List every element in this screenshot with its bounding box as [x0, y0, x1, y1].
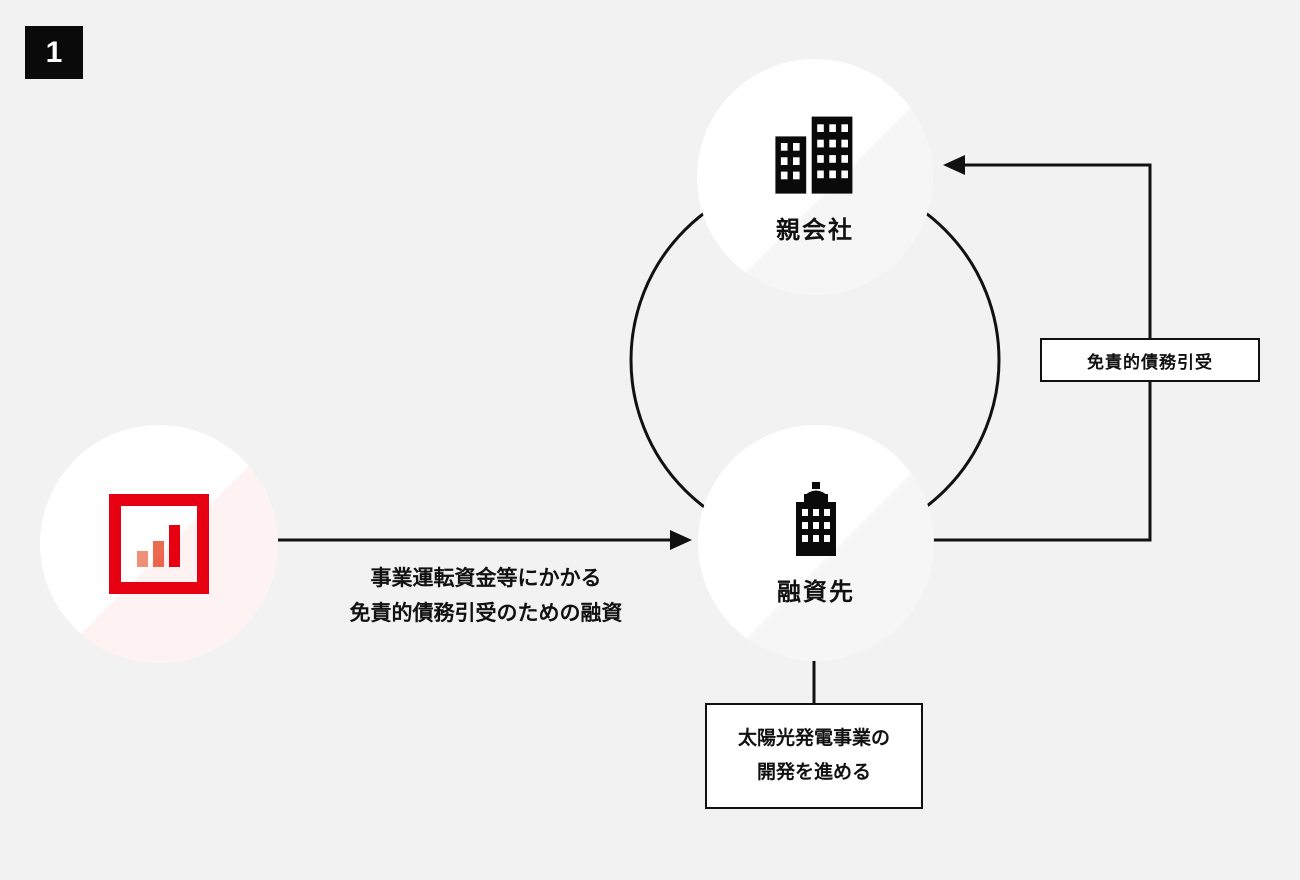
node-parent-company: 親会社 — [697, 59, 933, 295]
assumption-arrow-head — [943, 155, 965, 175]
assumption-label-text: 免責的債務引受 — [1087, 352, 1213, 372]
loan-arrow-head — [670, 530, 692, 550]
corporate-tower-icon — [796, 481, 836, 556]
node-borrower: 融資先 — [698, 425, 934, 661]
assumption-label-box: 免責的債務引受 — [1040, 338, 1260, 382]
loan-caption-line1: 事業運転資金等にかかる — [370, 567, 602, 590]
solar-box-line1: 太陽光発電事業の — [737, 727, 890, 749]
solar-box-line2: 開発を進める — [756, 762, 871, 783]
loan-arrow-caption: 事業運転資金等にかかる 免責的債務引受のための融資 — [300, 562, 672, 631]
office-buildings-icon — [775, 116, 853, 194]
node-bank — [40, 425, 278, 663]
parent-company-label: 親会社 — [776, 216, 854, 244]
borrower-label: 融資先 — [777, 578, 855, 606]
solar-project-box: 太陽光発電事業の 開発を進める — [705, 703, 923, 809]
bank-logo — [109, 494, 209, 594]
step-badge: 1 — [25, 26, 83, 79]
loan-caption-line2: 免責的債務引受のための融資 — [349, 601, 623, 625]
